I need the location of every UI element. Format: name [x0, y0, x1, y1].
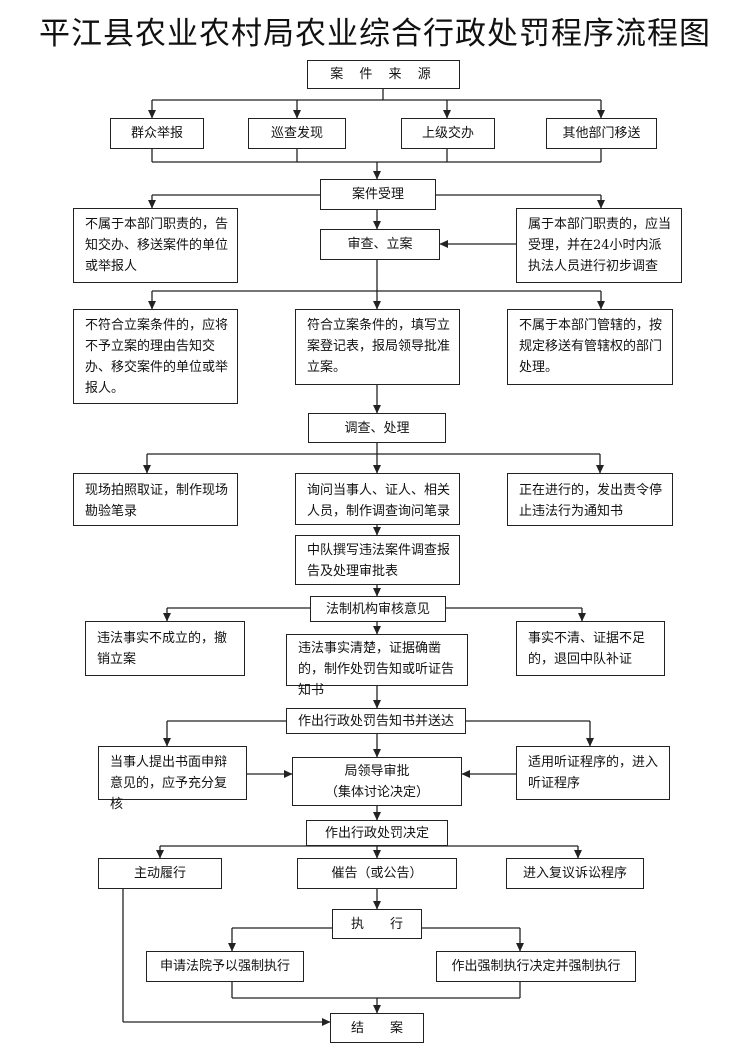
public-report-box: 群众举报 [110, 118, 204, 149]
review-filing-box: 审查、立案 [320, 229, 440, 260]
legal-review-box: 法制机构审核意见 [310, 596, 446, 622]
photo-evidence-box: 现场拍照取证，制作现场勘验笔录 [73, 473, 238, 526]
squad-report-box: 中队撰写违法案件调查报告及处理审批表 [295, 535, 460, 585]
facts-clear-box: 违法事实清楚，证据确凿的，制作处罚告知或听证告知书 [286, 634, 468, 698]
forced-execution-box: 作出强制执行决定并强制执行 [436, 951, 636, 982]
patrol-discovery-box: 巡查发现 [248, 118, 346, 149]
court-enforcement-box: 申请法院予以强制执行 [146, 951, 304, 982]
execution-box: 执 行 [332, 909, 422, 939]
investigation-box: 调查、处理 [308, 413, 446, 443]
voluntary-compliance-box: 主动履行 [98, 858, 222, 889]
stop-order-box: 正在进行的，发出责令停止违法行为通知书 [507, 473, 673, 526]
not-duty-box: 不属于本部门职责的，告知交办、移送案件的单位或举报人 [73, 208, 238, 283]
written-defense-box: 当事人提出书面申辩意见的，应予充分复核 [98, 746, 247, 812]
other-dept-transfer-box: 其他部门移送 [546, 118, 657, 149]
case-source-box: 案 件 来 源 [307, 60, 460, 89]
hearing-procedure-box: 适用听证程序的，进入听证程序 [516, 746, 670, 800]
higher-assigned-box: 上级交办 [401, 118, 495, 149]
not-qualify-box: 不符合立案条件的，应将不予立案的理由告知交办、移交案件的单位或举报人。 [73, 309, 238, 404]
page-title: 平江县农业农村局农业综合行政处罚程序流程图 [39, 16, 711, 52]
inquiry-box: 询问当事人、证人、相关人员，制作调查询问笔录 [295, 473, 460, 525]
case-closure-box: 结 案 [330, 1013, 424, 1043]
not-jurisdiction-box: 不属于本部门管辖的，按规定移送有管辖权的部门处理。 [507, 309, 673, 385]
penalty-notice-box: 作出行政处罚告知书并送达 [286, 708, 466, 734]
collective-decision-label: （集体讨论决定） [324, 784, 429, 800]
case-acceptance-box: 案件受理 [320, 179, 436, 210]
urge-notice-box: 催告（或公告） [297, 858, 457, 889]
is-duty-box: 属于本部门职责的，应当受理，并在24小时内派执法人员进行初步调查 [516, 208, 682, 283]
qualify-box: 符合立案条件的，填写立案登记表，报局领导批准立案。 [295, 309, 460, 385]
not-established-box: 违法事实不成立的，撤销立案 [85, 621, 245, 676]
leader-approval-label: 局领导审批 [344, 763, 410, 779]
leader-approval-box: 局领导审批 （集体讨论决定） [292, 757, 462, 806]
reconsideration-box: 进入复议诉讼程序 [506, 858, 644, 889]
penalty-decision-box: 作出行政处罚决定 [306, 820, 448, 846]
facts-unclear-box: 事实不清、证据不足的，退回中队补证 [516, 621, 665, 676]
